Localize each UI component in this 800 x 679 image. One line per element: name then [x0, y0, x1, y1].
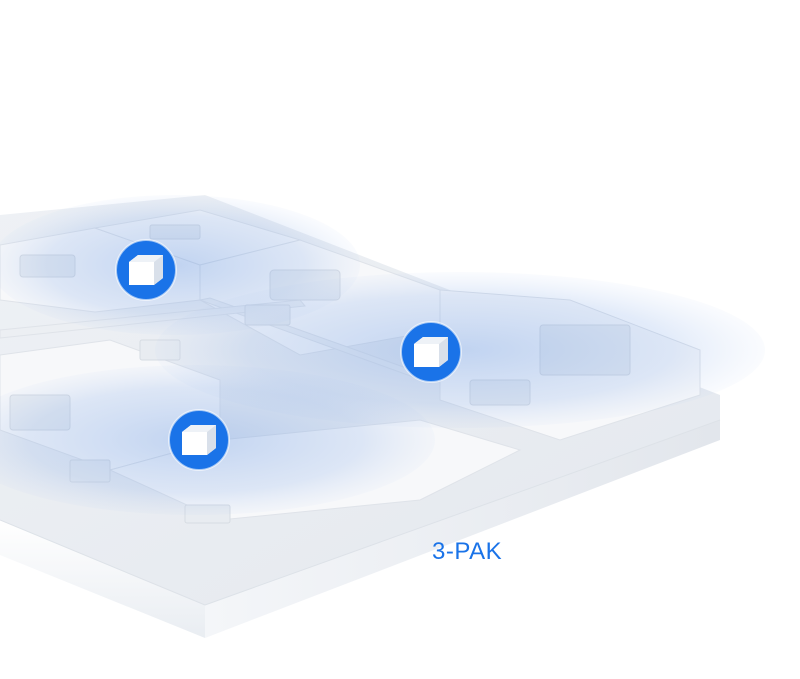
slab-right-face [205, 420, 720, 638]
mesh-node-upper [115, 239, 177, 301]
mesh-node-lower [168, 409, 230, 471]
router-icon [129, 255, 163, 285]
router-icon [414, 337, 448, 367]
pack-count-label: 3-PAK [432, 538, 503, 565]
router-icon [182, 425, 216, 455]
mesh-node-right [400, 321, 462, 383]
slab-front-face [0, 520, 205, 638]
